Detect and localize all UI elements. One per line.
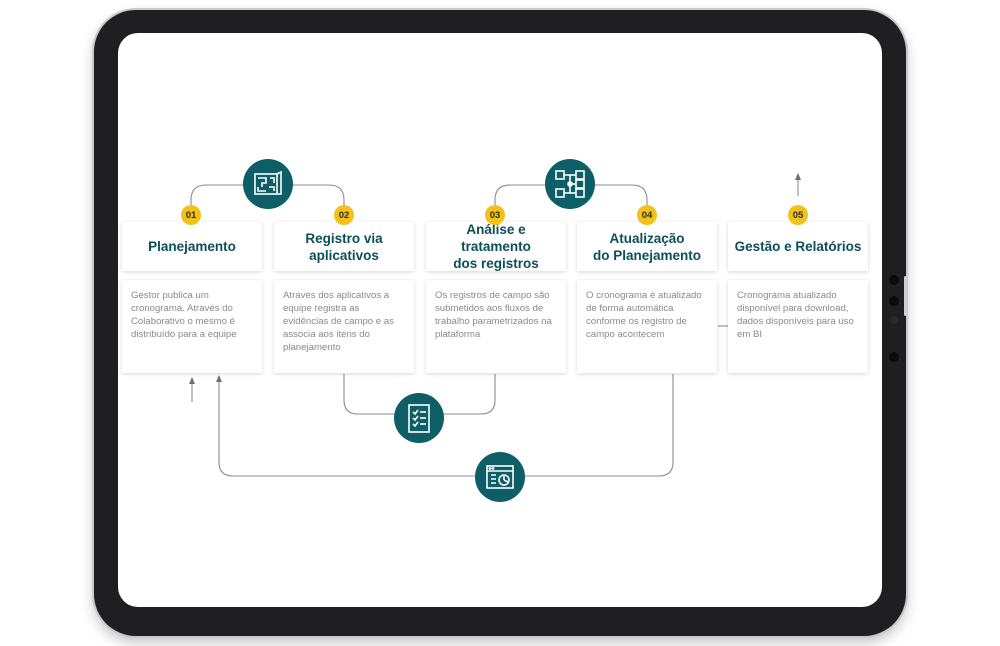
tablet-flash: [889, 352, 899, 362]
step-03-badge: 03: [485, 205, 505, 225]
tablet-lens: [890, 316, 898, 324]
step-02-description: Através dos aplicativos a equipe registr…: [274, 280, 414, 373]
step-05-badge: 05: [788, 205, 808, 225]
step-04-description: O cronograma é atualizado de forma autom…: [577, 280, 717, 373]
step-04-title: Atualização do Planejamento: [577, 222, 717, 271]
step-02-badge: 02: [334, 205, 354, 225]
blueprint-icon: [243, 159, 293, 209]
step-01-title: Planejamento: [122, 222, 262, 271]
step-01-description: Gestor publica um cronograma. Através do…: [122, 280, 262, 373]
tablet-camera: [889, 275, 899, 285]
step-01-badge: 01: [181, 205, 201, 225]
tablet-sensor: [889, 296, 899, 306]
step-03-title: Análise e tratamento dos registros: [426, 222, 566, 271]
step-05-description: Cronograma atualizado disponível para do…: [728, 280, 868, 373]
step-04-badge: 04: [637, 205, 657, 225]
step-05-title: Gestão e Relatórios: [728, 222, 868, 271]
dashboard-icon: [475, 452, 525, 502]
workflow-icon: [545, 159, 595, 209]
tablet-side-button: [904, 276, 907, 316]
checklist-icon: [394, 393, 444, 443]
step-02-title: Registro via aplicativos: [274, 222, 414, 271]
step-03-description: Os registros de campo são submetidos aos…: [426, 280, 566, 373]
